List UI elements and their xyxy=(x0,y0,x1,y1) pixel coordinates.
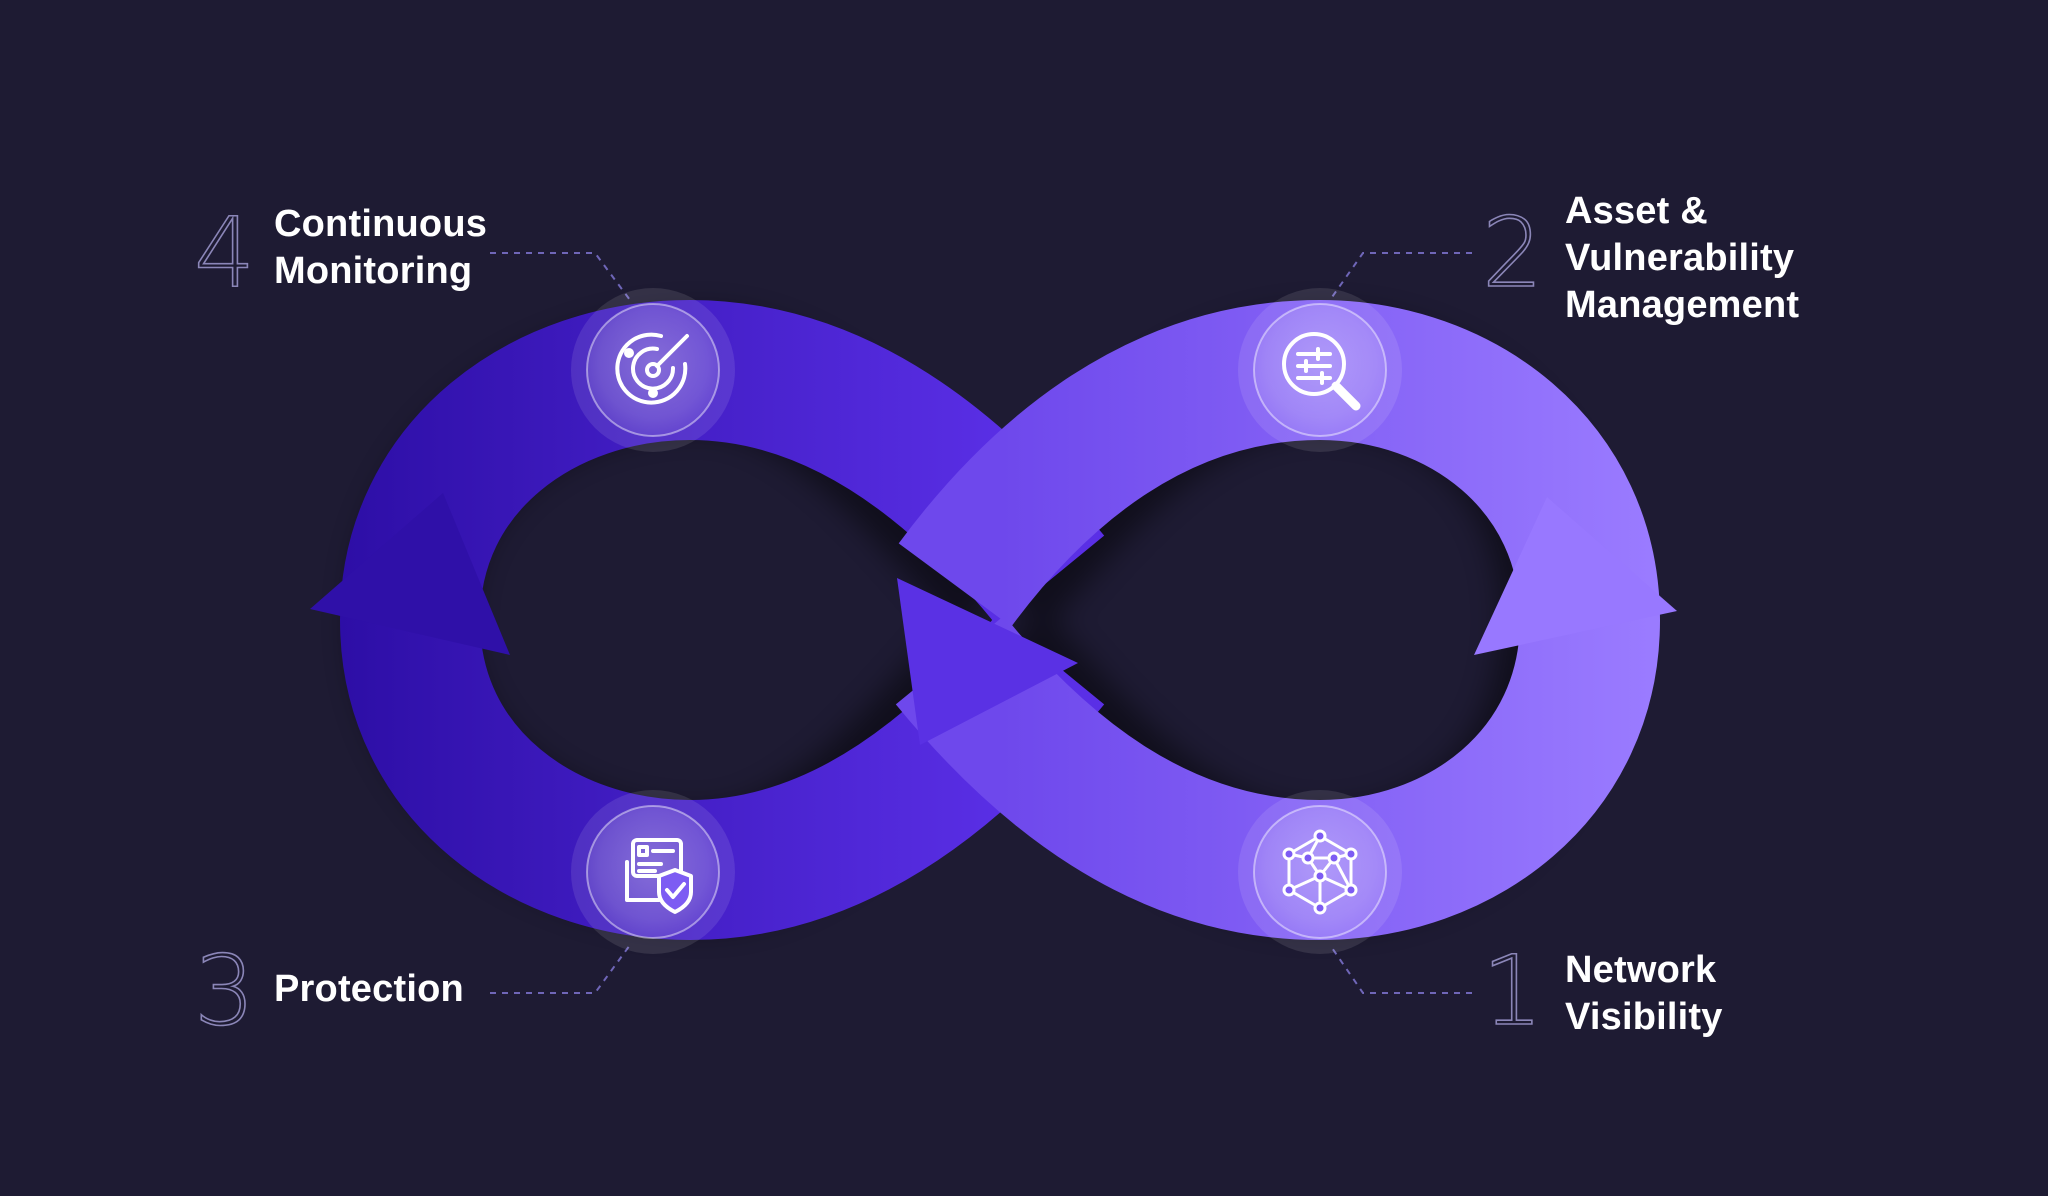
step-label-2: Asset & Vulnerability Management xyxy=(1565,188,1799,329)
step-label-3: Protection xyxy=(274,966,464,1013)
step-label-2-line-2: Vulnerability xyxy=(1565,237,1795,279)
leader-lines xyxy=(490,252,1472,994)
search-filter-icon xyxy=(1282,332,1361,411)
step-label-3-line-1: Protection xyxy=(274,968,464,1010)
shield-card-icon xyxy=(625,838,693,914)
step-number-2: 2 xyxy=(1481,197,1544,309)
step-number-3: 3 xyxy=(193,935,256,1047)
step-label-1-line-1: Network xyxy=(1565,949,1717,991)
step-label-2-line-1: Asset & xyxy=(1565,190,1708,232)
step-label-1: Network Visibility xyxy=(1565,947,1723,1041)
badge-step-1[interactable] xyxy=(1238,790,1402,954)
badge-step-2[interactable] xyxy=(1238,288,1402,452)
step-label-4: Continuous Monitoring xyxy=(274,201,487,295)
badge-step-3[interactable] xyxy=(571,790,735,954)
left-arrowhead xyxy=(310,493,510,655)
step-label-4-line-1: Continuous xyxy=(274,203,488,245)
step-number-4: 4 xyxy=(193,197,256,309)
badge-step-4[interactable] xyxy=(571,288,735,452)
step-label-2-line-3: Management xyxy=(1565,284,1800,326)
radar-icon xyxy=(615,332,689,405)
right-arrowhead xyxy=(1474,497,1677,655)
step-label-1-line-2: Visibility xyxy=(1565,996,1723,1038)
step-label-4-line-2: Monitoring xyxy=(274,250,473,292)
network-mesh-icon xyxy=(1282,829,1358,915)
step-number-1: 1 xyxy=(1481,935,1544,1047)
center-arrowhead xyxy=(897,578,1078,745)
